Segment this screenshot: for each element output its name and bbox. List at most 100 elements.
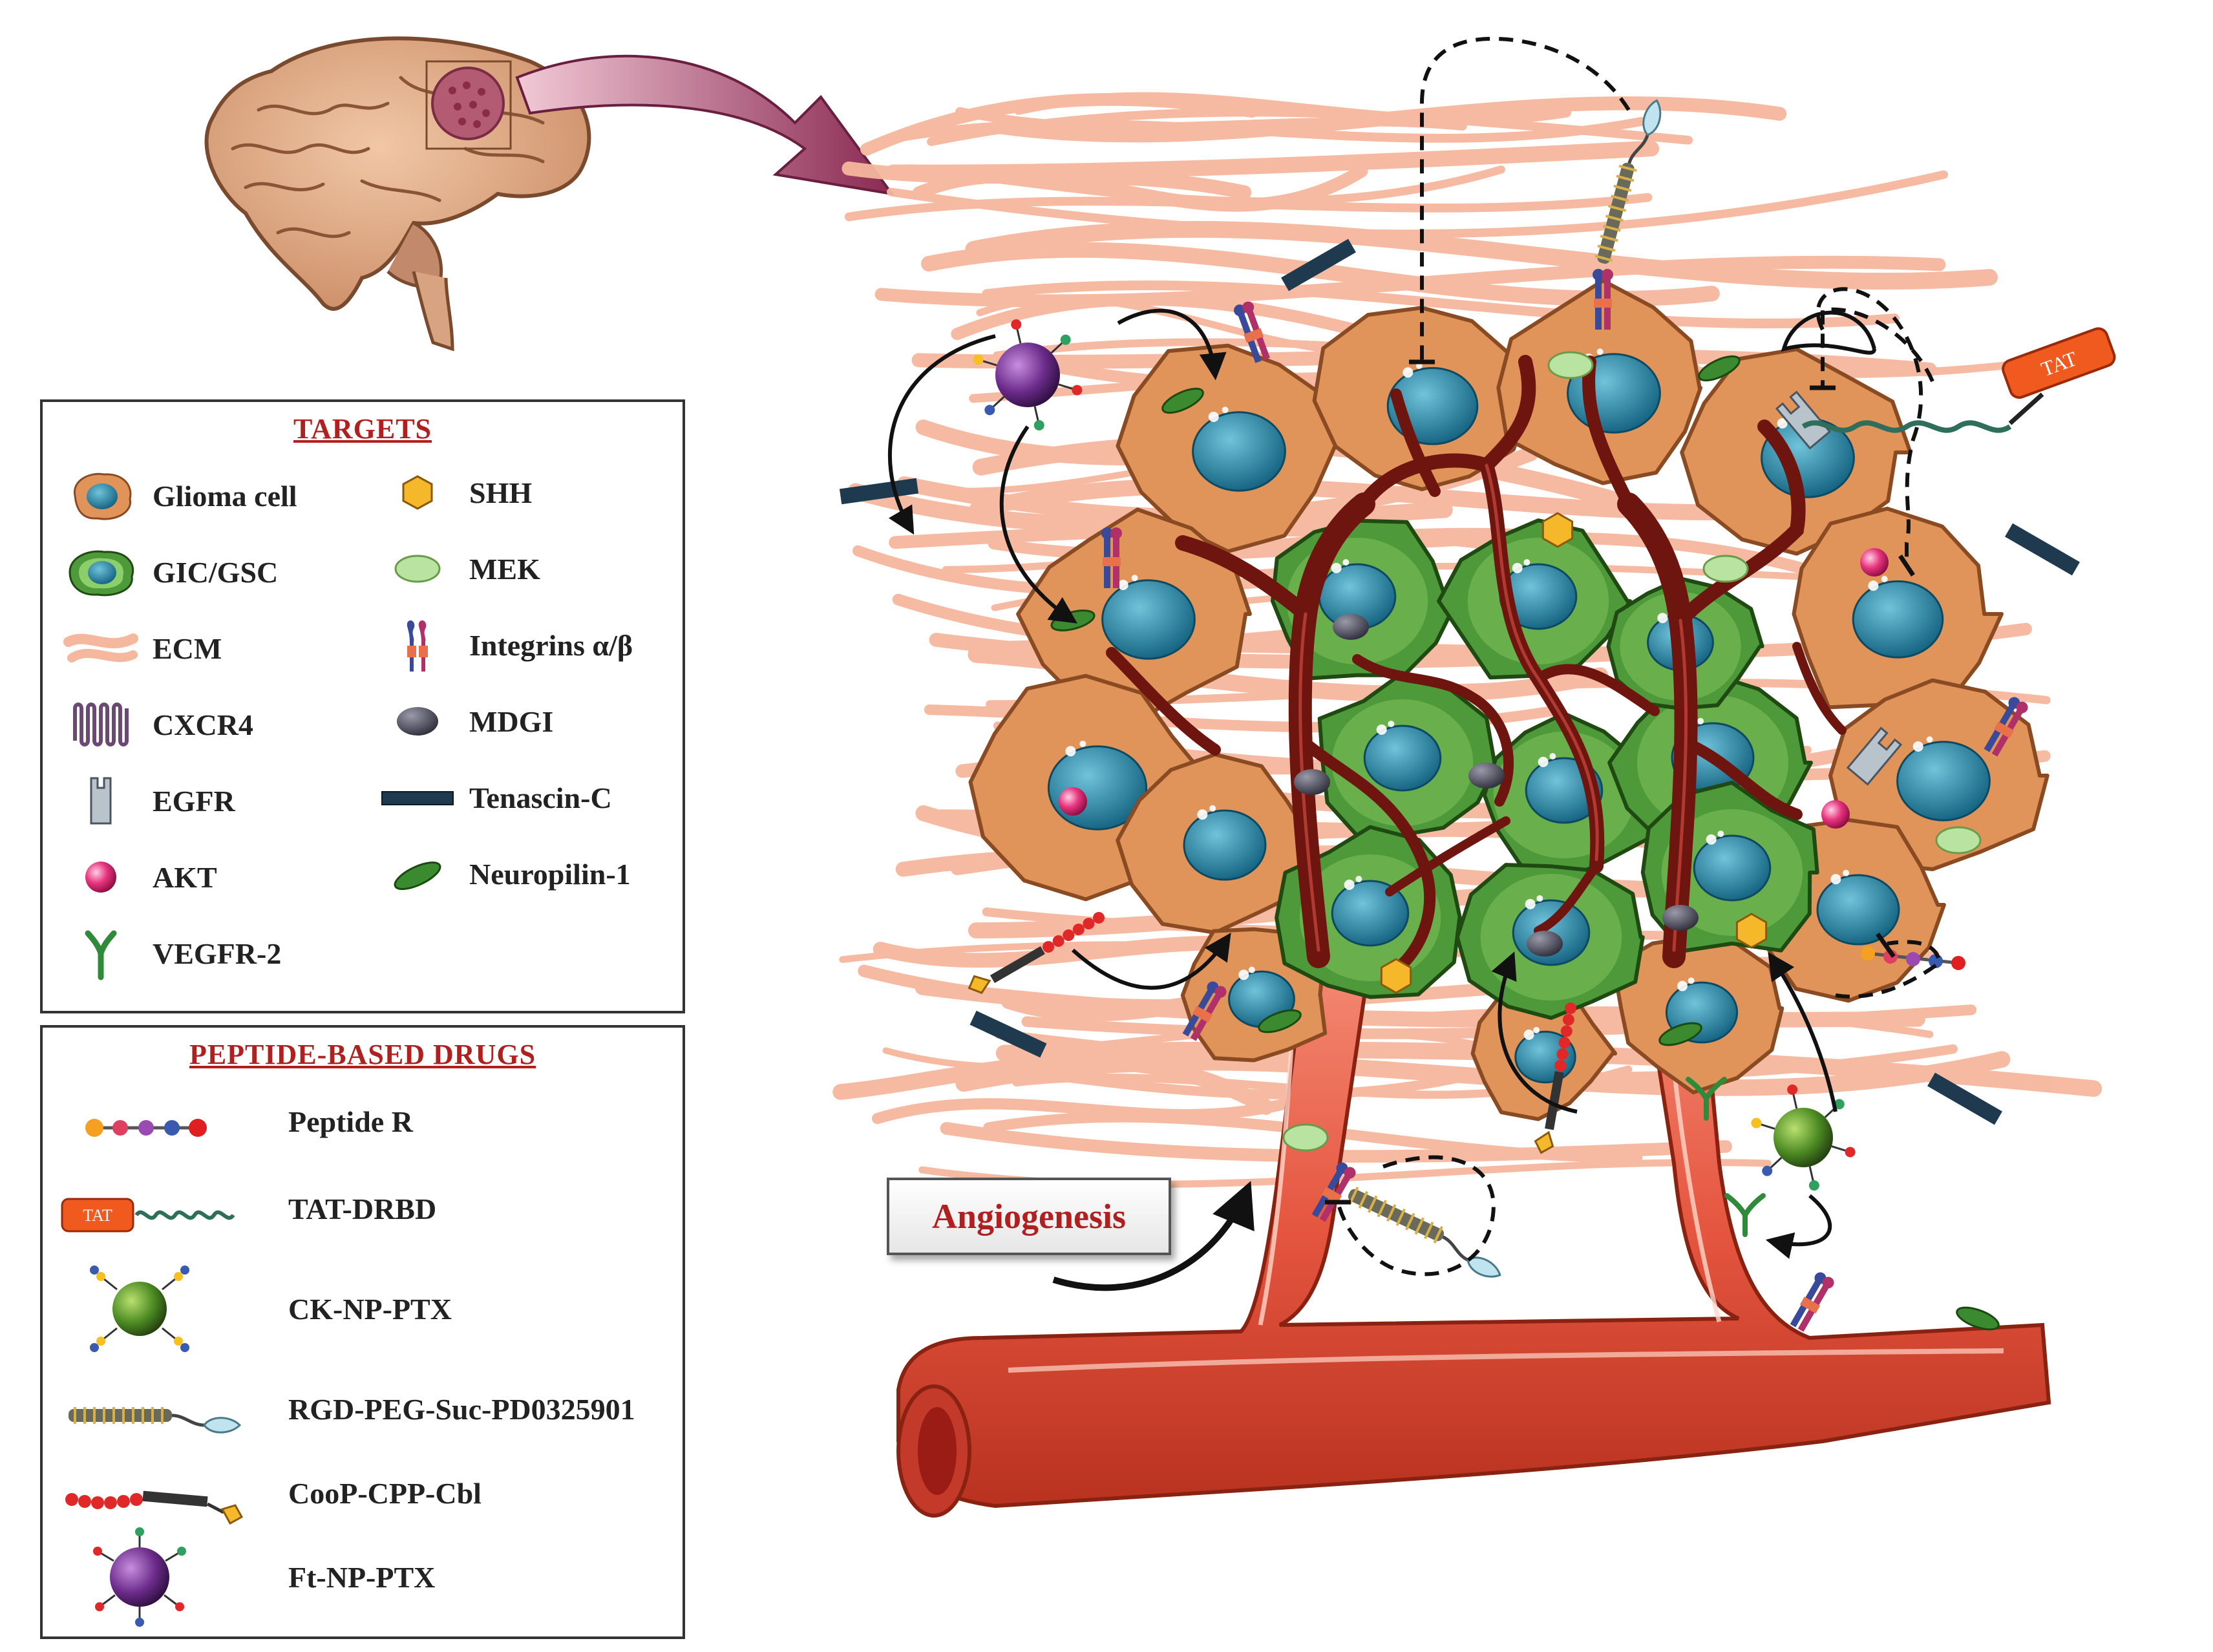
tenascin-c: [969, 1010, 1047, 1058]
nucleus: [1101, 579, 1196, 660]
rgd-peg-suc-particle: [1348, 1187, 1501, 1278]
drugs-legend-title: PEPTIDE-BASED DRUGS: [189, 1039, 536, 1070]
neuropilin-1: [1658, 1022, 1702, 1046]
mdgi: [1468, 763, 1505, 789]
coop-cpp-cbl-icon: [56, 1464, 249, 1525]
ecm-fiber: [982, 280, 1900, 329]
neuropilin-1: [1698, 355, 1741, 382]
cxcr4-receptor-icon: [62, 695, 140, 754]
ecm-fiber: [965, 220, 1998, 290]
nucleus: [1816, 874, 1900, 946]
shh-hexagon-icon: [379, 463, 456, 522]
rgd-peg-suc-particle: [1594, 99, 1662, 264]
neuropilin-1: [1258, 1009, 1302, 1033]
integrin: [1182, 981, 1227, 1041]
glioma-cell: [1828, 678, 2049, 871]
coop-cpp-cbl-particle: [968, 912, 1105, 994]
targets-legend: TARGETS Glioma cell GIC/GSC ECM CXCR4 EG…: [40, 399, 685, 1013]
svg-text:TAT: TAT: [83, 1206, 112, 1225]
tat-drbd-icon: TAT: [56, 1180, 249, 1238]
akt-sphere-icon: [62, 848, 140, 906]
gic-gsc-cell-icon: [62, 543, 140, 601]
glioma-cell: [1680, 347, 1912, 556]
coop-cpp-cbl-particle: [1534, 1002, 1576, 1154]
egfr: [1775, 390, 1832, 450]
egfr: [1846, 726, 1903, 786]
brain-illustration: [204, 36, 591, 352]
peptide-r-icon: [56, 1092, 249, 1150]
mdgi: [1333, 614, 1369, 640]
mek: [1547, 351, 1594, 379]
glioma-cell-icon: [62, 467, 140, 525]
integrin: [1311, 1162, 1356, 1222]
integrins-icon: [379, 616, 456, 674]
legend-item-mek: MEK: [379, 540, 540, 598]
mek: [1935, 826, 1982, 854]
ft-np-ptx-particle: [973, 319, 1083, 431]
legend-item-ck-np-ptx: CK-NP-PTX: [56, 1260, 452, 1357]
mdgi: [1294, 769, 1330, 795]
legend-item-glioma-cell: Glioma cell: [62, 467, 297, 525]
akt: [1860, 548, 1889, 577]
integrin: [1984, 697, 2028, 757]
inhibition-bars: [1325, 359, 1915, 1205]
mdgi: [1662, 905, 1699, 931]
mdgi-ellipse-icon: [379, 692, 456, 750]
legend-item-tenascin-c: Tenascin-C: [379, 768, 612, 827]
nucleus: [1331, 880, 1410, 947]
legend-item-rgd-peg-suc: RGD-PEG-Suc-PD0325901: [56, 1373, 635, 1445]
ecm-fiber: [994, 1029, 1958, 1082]
nucleus: [1192, 411, 1286, 492]
ecm-fiber: [886, 170, 1949, 238]
legend-item-akt: AKT: [62, 848, 217, 906]
tenascin-c: [2005, 523, 2080, 576]
tenascin-c-bar-icon: [379, 768, 456, 827]
integrin: [1101, 527, 1122, 588]
neuropilin-1: [1956, 1306, 2000, 1331]
legend-item-ft-np-ptx: Ft-NP-PTX: [56, 1525, 435, 1629]
ecm-fiber: [860, 92, 1258, 156]
integrin: [1234, 301, 1270, 363]
shh: [1380, 958, 1412, 994]
nucleus: [1693, 834, 1772, 902]
peptide-r-particle: [1861, 946, 1965, 970]
mek: [1702, 555, 1749, 583]
ck-np-ptx-icon: [56, 1260, 249, 1357]
tumor-mass: [968, 279, 2049, 1121]
nucleus: [1896, 741, 1991, 821]
glioma-cell: [1016, 507, 1252, 723]
legend-item-gic-gsc: GIC/GSC: [62, 543, 278, 601]
nucleus: [1183, 809, 1267, 881]
glioma-cell: [1470, 984, 1618, 1121]
tenascin-c: [1281, 238, 1356, 291]
angiogenesis-label-box: Angiogenesis: [887, 1178, 1171, 1255]
ck-np-ptx-particle: [1751, 1084, 1856, 1191]
shh: [1735, 913, 1768, 949]
legend-item-shh: SHH: [379, 463, 532, 522]
ecm-fiber-icon: [62, 619, 140, 677]
akt: [1821, 800, 1850, 829]
ecm-fiber: [871, 1093, 1310, 1125]
legend-item-ecm: ECM: [62, 619, 222, 677]
mdgi: [1527, 931, 1563, 957]
legend-item-coop-cpp-cbl: CooP-CPP-Cbl: [56, 1457, 482, 1529]
ecm-fiber: [885, 140, 1660, 181]
drugs-legend: PEPTIDE-BASED DRUGS Peptide R TAT TAT-DR…: [40, 1025, 685, 1639]
tenascin-c: [1927, 1072, 2002, 1125]
tenascin-c: [839, 478, 919, 505]
interaction-arrows: [887, 308, 1837, 1291]
glioma-cell: [1792, 506, 2004, 710]
nucleus: [1363, 725, 1442, 792]
legend-item-peptide-r: Peptide R: [56, 1086, 413, 1157]
neuropilin-1: [1161, 387, 1204, 414]
vegfr-2: [1686, 1077, 1727, 1121]
egfr-receptor-icon: [62, 772, 140, 830]
shh: [1541, 512, 1574, 548]
mek-ellipse-icon: [379, 540, 456, 598]
rgd-peg-suc-icon: [56, 1380, 249, 1438]
legend-item-egfr: EGFR: [62, 772, 235, 830]
legend-item-vegfr2: VEGFR-2: [62, 924, 281, 982]
inhibition-lines: [1336, 36, 1942, 1276]
angiogenesis-label: Angiogenesis: [931, 1197, 1127, 1236]
ecm-fiber: [927, 107, 1693, 146]
